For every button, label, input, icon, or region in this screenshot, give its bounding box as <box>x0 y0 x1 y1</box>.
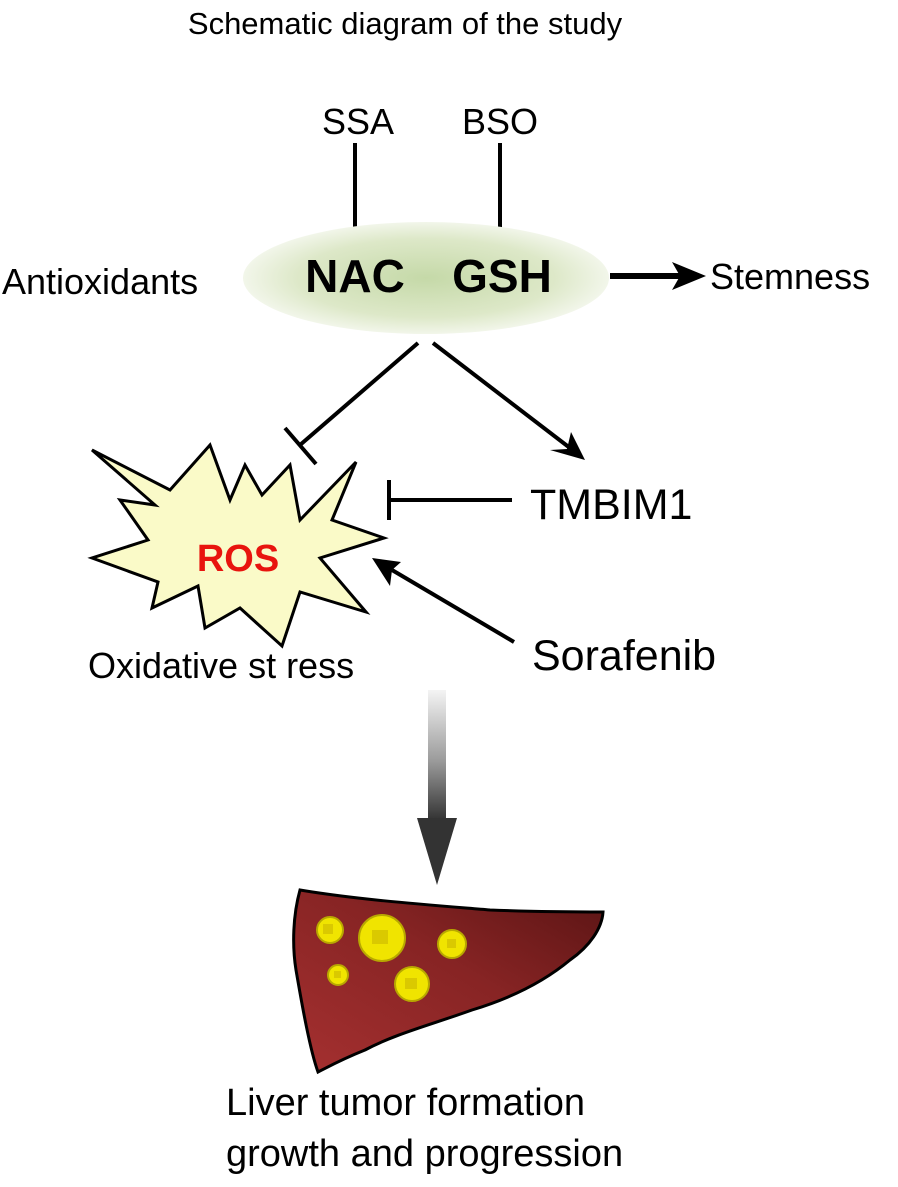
bso-label: BSO <box>462 101 538 142</box>
sorafenib-arrow-icon <box>372 558 516 644</box>
liver-tumor-core-icon <box>323 924 456 989</box>
antioxidants-label: Antioxidants <box>2 261 198 302</box>
antioxidants-ellipse <box>243 222 609 334</box>
bso-inhibition-icon <box>481 143 519 238</box>
ssa-inhibition-icon <box>336 143 374 238</box>
gsh-label: GSH <box>452 250 552 302</box>
outcome-line-1: Liver tumor formation <box>226 1082 585 1124</box>
ros-starburst-icon <box>87 442 389 649</box>
tmbim1-inhibition-icon <box>387 480 512 520</box>
outcome-line-2: growth and progression <box>226 1133 623 1175</box>
tmbim1-label: TMBIM1 <box>530 481 692 529</box>
ros-inhibition-icon <box>283 341 420 466</box>
ssa-label: SSA <box>322 101 394 142</box>
oxidative-stress-label: Oxidative st ress <box>88 645 354 686</box>
tmbim1-activation-arrow-icon <box>431 341 585 460</box>
stemness-label: Stemness <box>710 256 870 297</box>
progression-arrow-icon <box>417 690 457 885</box>
sorafenib-label: Sorafenib <box>532 632 716 680</box>
stemness-arrow-icon <box>610 262 706 290</box>
nac-label: NAC <box>305 250 405 302</box>
ros-label: ROS <box>197 538 279 580</box>
diagram-title: Schematic diagram of the study <box>188 6 623 41</box>
